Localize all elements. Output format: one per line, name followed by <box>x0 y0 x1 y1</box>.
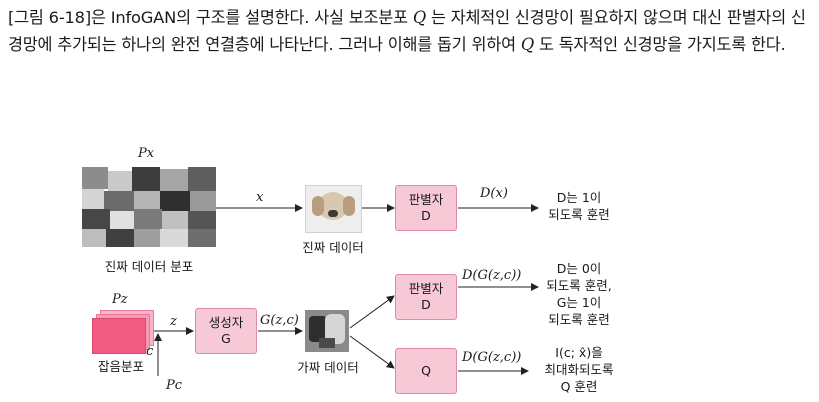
body-paragraph: [그림 6-18]은 InfoGAN의 구조를 설명한다. 사실 보조분포 Q … <box>8 4 813 58</box>
note-line: D는 0이 <box>556 261 602 276</box>
note-line: 되도록 훈련, <box>546 278 612 293</box>
fake-training-note: D는 0이 되도록 훈련, G는 1이 되도록 훈련 <box>540 260 618 328</box>
discriminator-symbol: D <box>421 208 431 223</box>
note-line: 최대화되도록 <box>544 362 614 377</box>
discriminator-title: 판별자 <box>408 281 444 296</box>
x-label: x <box>256 190 264 205</box>
real-data-distribution-image <box>82 167 216 247</box>
pc-label: Pc <box>166 378 183 393</box>
generator-box: 생성자 G <box>195 308 257 354</box>
note-line: D는 1이 <box>556 190 602 205</box>
dgzc-label-discriminator: D(G(z,c)) <box>462 268 522 283</box>
note-line: I(c; x̂)을 <box>555 345 603 360</box>
c-label: c <box>146 344 154 359</box>
discriminator-box-bottom: 판별자 D <box>395 274 457 320</box>
discriminator-box-top: 판별자 D <box>395 185 457 231</box>
q-network-symbol: Q <box>421 363 431 378</box>
dgzc-label-q: D(G(z,c)) <box>462 350 522 365</box>
real-data-sample-image <box>305 185 362 233</box>
discriminator-title: 판별자 <box>408 192 444 207</box>
arrow-fake-to-disc <box>349 295 395 329</box>
q-network-box: Q <box>395 348 457 394</box>
noise-distribution-label: 잡음분포 <box>97 359 144 374</box>
mutual-information-note: I(c; x̂)을 최대화되도록 Q 훈련 <box>530 344 628 395</box>
px-label: Px <box>138 146 155 161</box>
paragraph-text-1: [그림 6-18]은 InfoGAN의 구조를 설명한다. 사실 보조분포 <box>8 8 413 27</box>
paragraph-text-3: 도 독자적인 신경망을 가지도록 한다. <box>534 35 786 54</box>
discriminator-symbol: D <box>421 297 431 312</box>
real-data-label: 진짜 데이터 <box>302 240 364 255</box>
generator-title: 생성자 <box>208 315 244 330</box>
real-distribution-label: 진짜 데이터 분포 <box>104 259 194 274</box>
note-line: 되도록 훈련 <box>548 312 610 327</box>
q-symbol: Q <box>520 35 535 54</box>
fake-data-sample-image <box>305 310 349 352</box>
q-symbol: Q <box>412 8 427 27</box>
noise-distribution-icon <box>92 310 154 354</box>
generator-symbol: G <box>221 331 231 346</box>
gzc-label: G(z,c) <box>260 313 299 328</box>
note-line: G는 1이 <box>556 295 602 310</box>
pz-label: Pz <box>112 292 128 307</box>
note-line: Q 훈련 <box>560 379 598 394</box>
arrow-fake-to-q <box>349 335 395 369</box>
paragraph-text-2: 는 자체적인 신경망이 필요하지 않으며 대신 판별자의 신경망에 추가되는 하… <box>8 8 806 54</box>
z-label: z <box>170 314 177 329</box>
note-line: 되도록 훈련 <box>548 207 610 222</box>
dx-label: D(x) <box>480 186 508 201</box>
real-training-note: D는 1이 되도록 훈련 <box>540 189 618 223</box>
fake-data-label: 가짜 데이터 <box>297 360 359 375</box>
